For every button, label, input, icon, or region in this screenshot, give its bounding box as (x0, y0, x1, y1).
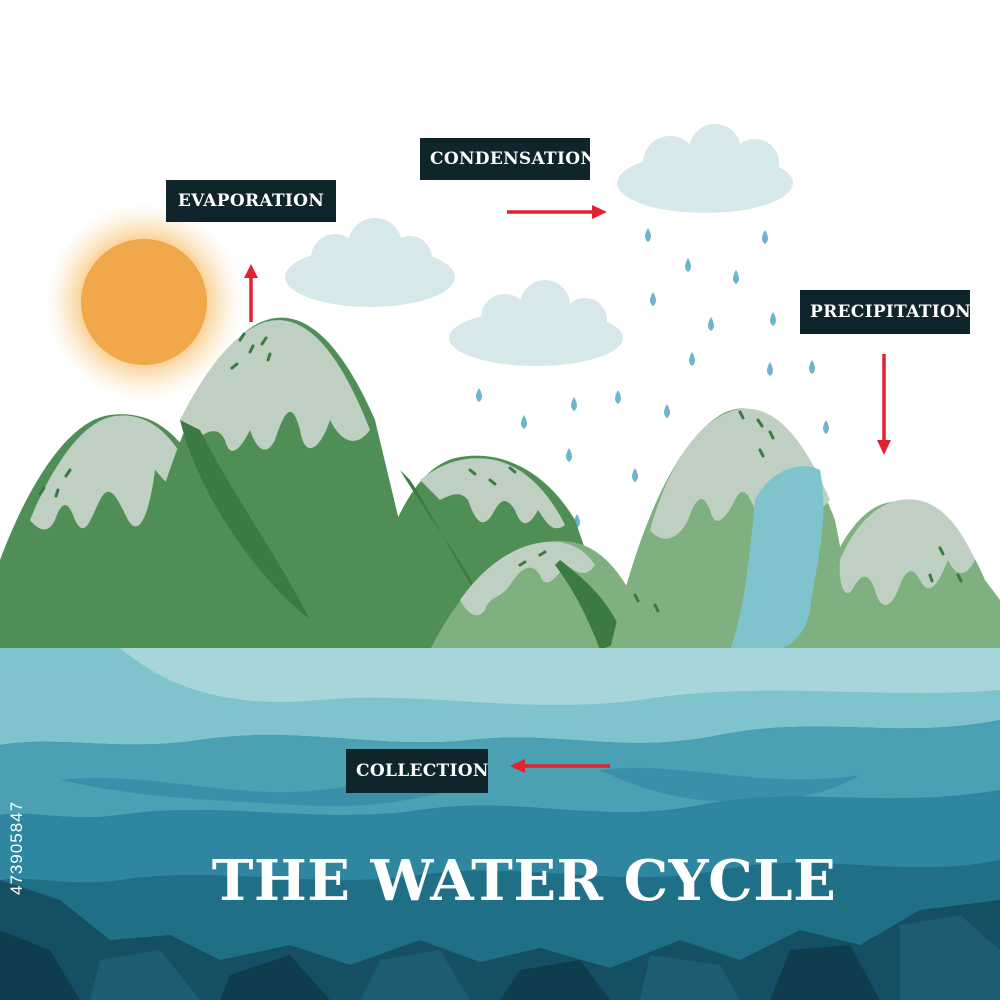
cloud-left (285, 218, 455, 307)
arrow-evaporation (244, 264, 258, 322)
sun (46, 204, 242, 400)
label-condensation: CONDENSATION (420, 138, 596, 180)
label-evaporation: EVAPORATION (166, 180, 336, 222)
cloud-middle (449, 280, 623, 366)
mountains (0, 317, 1000, 650)
raindrops (476, 228, 829, 528)
seabed-rocks (0, 880, 1000, 1000)
label-collection: COLLECTION (346, 749, 488, 793)
arrow-condensation (507, 205, 607, 219)
diagram-title: THE WATER CYCLE (211, 848, 837, 914)
cloud-right (617, 124, 793, 213)
arrow-collection (510, 759, 610, 773)
arrow-precipitation (877, 354, 891, 455)
label-precipitation: PRECIPITATION (800, 290, 971, 334)
stock-image-id: 473905847 (7, 800, 26, 895)
